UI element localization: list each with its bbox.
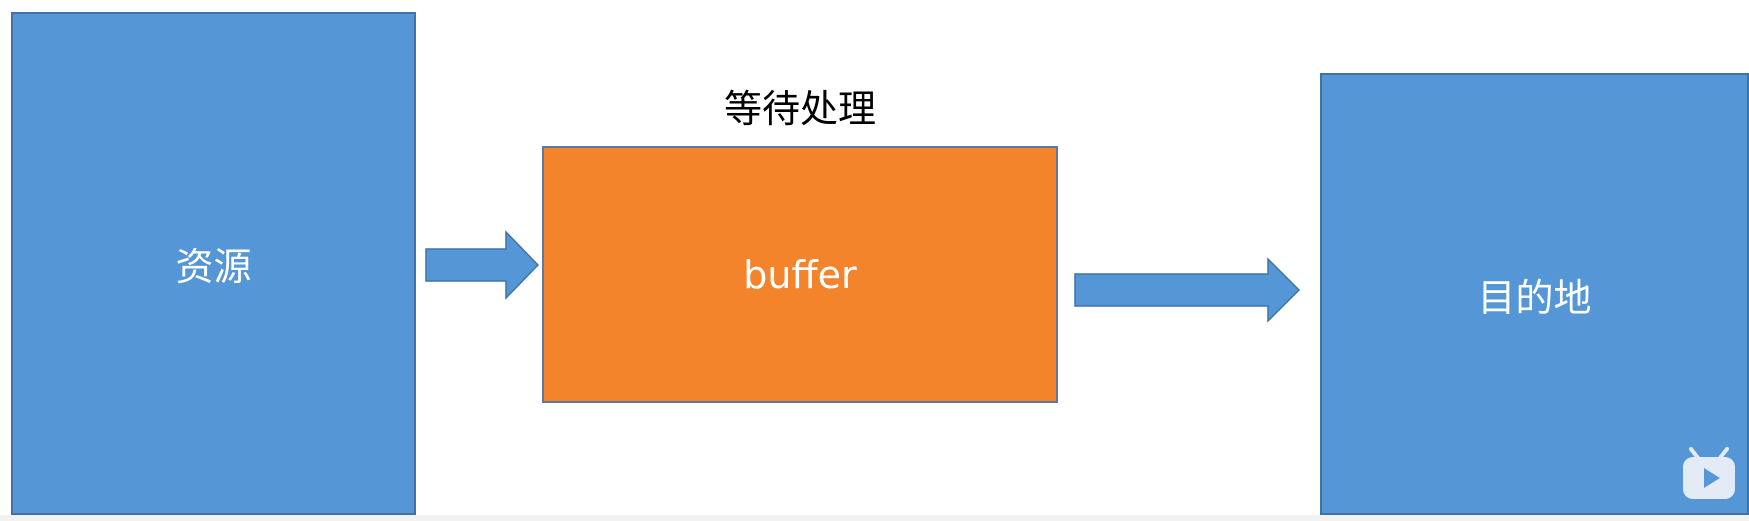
destination-box: 目的地 bbox=[1320, 73, 1749, 515]
buffer-caption: 等待处理 bbox=[723, 87, 876, 131]
source-box: 资源 bbox=[11, 12, 416, 515]
buffer-label: buffer bbox=[743, 252, 857, 297]
bottom-strip bbox=[0, 515, 1749, 521]
destination-label: 目的地 bbox=[1477, 275, 1592, 320]
right-arrow-icon bbox=[425, 230, 540, 300]
tv-play-icon bbox=[1683, 447, 1735, 499]
right-arrow-icon bbox=[1074, 257, 1301, 323]
buffer-box: buffer bbox=[542, 146, 1058, 403]
source-label: 资源 bbox=[175, 245, 252, 289]
